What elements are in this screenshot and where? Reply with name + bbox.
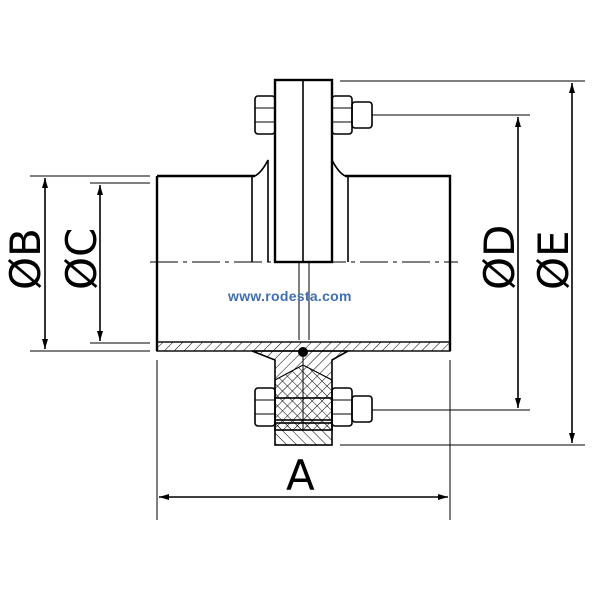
- lower-bolt: [254, 387, 373, 427]
- dimension-b: ØB: [1, 175, 150, 352]
- dimension-c-label: ØC: [57, 228, 106, 290]
- watermark-text: www.rodesta.com: [228, 288, 352, 304]
- dimension-a: A: [156, 360, 451, 520]
- weld-seal-dot: [298, 347, 308, 357]
- dimension-e-label: ØE: [529, 230, 578, 290]
- flange-upper: [273, 78, 334, 340]
- upper-bolt: [254, 95, 373, 135]
- pipe-body: [150, 159, 458, 352]
- dimension-b-label: ØB: [1, 228, 50, 290]
- dimension-a-label: A: [286, 451, 315, 500]
- dimension-c: ØC: [57, 182, 150, 344]
- dimension-e: ØE: [340, 80, 585, 446]
- dimension-d-label: ØD: [475, 225, 524, 290]
- flange-lower-section: [251, 347, 352, 446]
- dimension-d: ØD: [372, 114, 530, 411]
